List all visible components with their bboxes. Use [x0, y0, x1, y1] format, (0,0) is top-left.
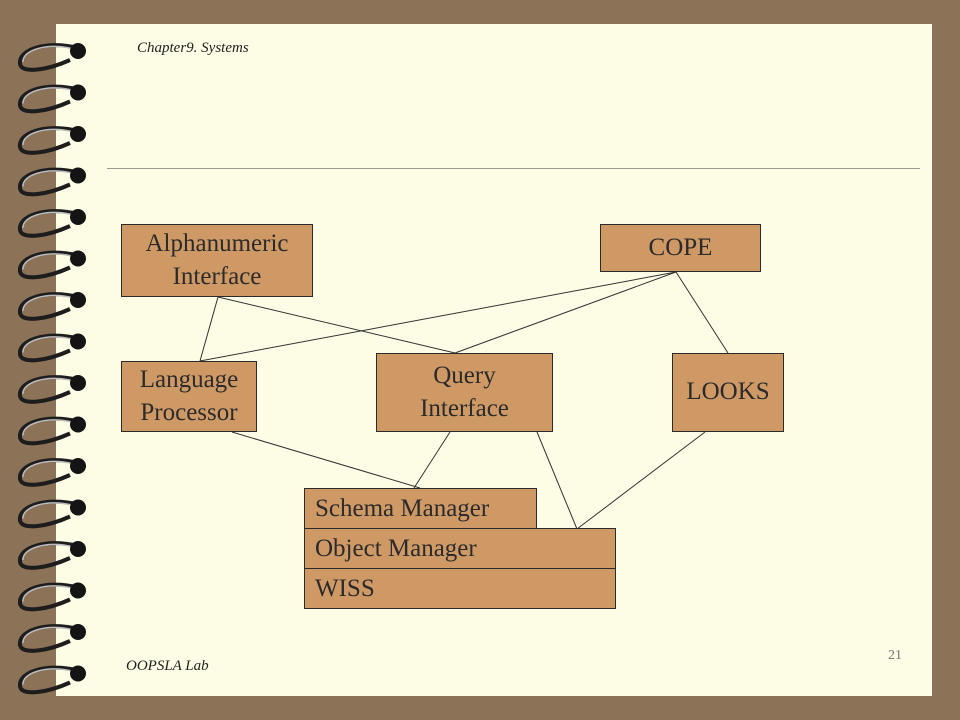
spiral-ring-highlight: [22, 128, 75, 146]
alphanumeric-interface-box: Alphanumeric Interface: [121, 224, 313, 297]
spiral-ring-highlight: [22, 87, 75, 104]
spiral-ring: [18, 624, 79, 653]
spiral-ring-highlight: [22, 543, 75, 561]
spiral-ring-highlight: [22, 211, 75, 229]
spiral-ring-highlight: [22, 668, 75, 685]
spiral-ring: [18, 665, 79, 695]
spiral-hole: [70, 375, 86, 391]
spiral-ring-highlight: [22, 419, 75, 436]
spiral-hole: [70, 624, 86, 640]
edge-looks-object: [576, 431, 706, 530]
spiral-ring-highlight: [22, 45, 75, 63]
spiral-hole: [70, 126, 86, 142]
spiral-ring: [18, 167, 79, 197]
spiral-hole: [70, 209, 86, 225]
spiral-ring: [18, 250, 79, 280]
spiral-ring-highlight: [22, 253, 75, 270]
spiral-hole: [70, 250, 86, 267]
footer-org: OOPSLA Lab: [126, 658, 209, 674]
page-number: 21: [888, 648, 902, 663]
edge-query-object: [536, 431, 578, 530]
spiral-ring: [18, 292, 79, 321]
looks-box: LOOKS: [672, 353, 784, 432]
spiral-ring: [18, 541, 79, 570]
spiral-ring: [18, 84, 79, 114]
cope-box: COPE: [600, 224, 761, 272]
spiral-ring-highlight: [22, 170, 75, 187]
spiral-ring-highlight: [22, 336, 75, 353]
spiral-ring: [18, 209, 79, 238]
edge-alpha-query: [217, 296, 456, 354]
spiral-hole: [70, 499, 86, 516]
wiss-box: WISS: [304, 568, 616, 609]
spiral-ring: [18, 375, 79, 404]
chapter-header: Chapter9. Systems: [137, 40, 249, 56]
spiral-ring-highlight: [22, 626, 75, 644]
schema-manager-box: Schema Manager: [304, 488, 537, 529]
object-manager-box: Object Manager: [304, 528, 616, 569]
spiral-ring-highlight: [22, 585, 75, 602]
spiral-ring: [18, 333, 79, 363]
query-interface-box: Query Interface: [376, 353, 553, 432]
spiral-hole: [70, 167, 86, 184]
edge-alpha-language: [199, 296, 219, 362]
spiral-ring-highlight: [22, 294, 75, 312]
header-divider: [107, 168, 920, 169]
spiral-hole: [70, 43, 86, 59]
spiral-ring: [18, 416, 79, 446]
edge-language-schema: [231, 431, 421, 489]
spiral-ring: [18, 126, 79, 155]
spiral-ring: [18, 499, 79, 529]
spiral-hole: [70, 458, 86, 474]
spiral-ring-highlight: [22, 460, 75, 478]
spiral-ring: [18, 43, 79, 72]
spiral-hole: [70, 665, 86, 682]
spiral-hole: [70, 582, 86, 599]
spiral-hole: [70, 541, 86, 557]
spiral-ring-highlight: [22, 502, 75, 519]
edge-query-schema: [413, 431, 451, 489]
spiral-ring: [18, 458, 79, 487]
spiral-hole: [70, 416, 86, 433]
spiral-ring-highlight: [22, 377, 75, 395]
spiral-binding: [18, 43, 86, 695]
spiral-ring: [18, 582, 79, 612]
edge-cope-looks: [675, 271, 729, 354]
spiral-hole: [70, 333, 86, 350]
spiral-hole: [70, 292, 86, 308]
language-processor-box: Language Processor: [121, 361, 257, 432]
edge-cope-language: [199, 271, 677, 362]
spiral-hole: [70, 84, 86, 101]
edge-cope-query: [454, 271, 677, 354]
